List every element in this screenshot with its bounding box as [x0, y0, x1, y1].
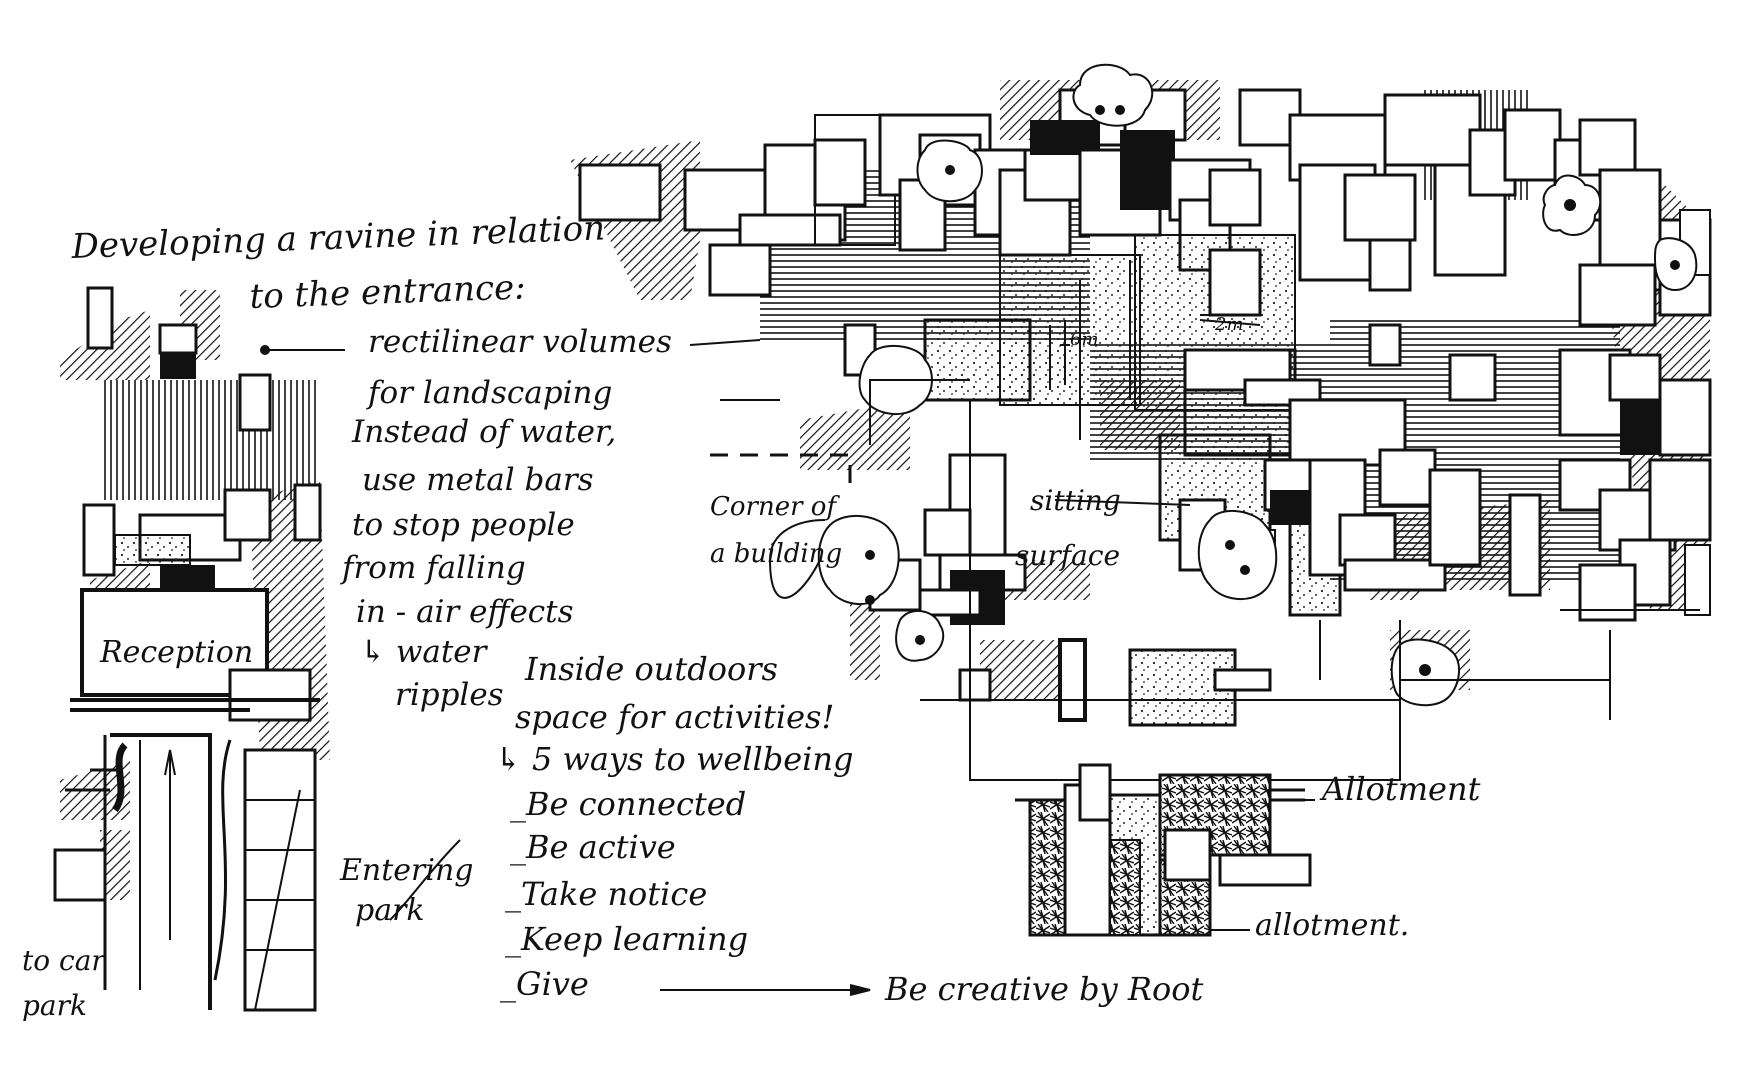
note-8: ↳ water [360, 634, 489, 670]
wellbeing-heading: ↳ 5 ways to wellbeing [495, 740, 854, 778]
entrance-plan [53, 286, 330, 1012]
be-creative-label: Be creative by Root [884, 970, 1204, 1008]
wellbeing-item-4: _Keep learning [505, 920, 748, 958]
dimension-2m: 2m [1214, 314, 1244, 335]
tree-blob-east [1390, 237, 1698, 707]
note-3: Instead of water, [351, 414, 616, 450]
dimension-6m: 6m [1070, 329, 1099, 350]
wellbeing-item-3: _Take notice [505, 875, 707, 913]
note-4: use metal bars [362, 462, 594, 498]
note-1: rectilinear volumes [368, 324, 672, 360]
to-car-park-2: park [22, 989, 87, 1022]
allotment-label-2: allotment. [1255, 908, 1409, 943]
tree-blob-right [1542, 174, 1602, 236]
tree-blob-center [1197, 509, 1278, 601]
entering-park-2: park [355, 893, 425, 928]
corner-label-2: a building [710, 539, 842, 569]
tree-blob-left [916, 139, 983, 203]
wellbeing-item-1: _Be connected [510, 785, 746, 823]
sitting-label-2: surface [1015, 539, 1120, 572]
allotment-block [1015, 763, 1312, 937]
note-9: ripples [395, 677, 504, 713]
annotations: Developing a ravine in relation to the e… [22, 208, 1481, 1022]
heading-line-1: Developing a ravine in relation [70, 208, 606, 267]
leader-lines [260, 339, 1315, 996]
outdoors-heading-1: Inside outdoors [524, 650, 778, 688]
note-5: to stop people [352, 507, 575, 543]
tree-blob-west [817, 344, 945, 662]
outdoors-heading-2: space for activities! [515, 698, 834, 736]
reception-label: Reception [99, 635, 253, 670]
note-6: from falling [340, 550, 526, 586]
corner-label-1: Corner of [710, 492, 840, 522]
heading-line-2: to the entrance: [249, 267, 526, 317]
main-site-plan [570, 63, 1712, 937]
wellbeing-item-2: _Be active [510, 828, 676, 866]
note-2: for landscaping [366, 375, 612, 411]
allotment-label-1: Allotment [1319, 770, 1481, 808]
entering-park-1: Entering [339, 853, 474, 888]
note-7: in - air effects [356, 594, 574, 630]
to-car-park-1: to car [22, 944, 106, 977]
tree-blob-top [1072, 63, 1154, 127]
sitting-label-1: sitting [1030, 484, 1121, 517]
wellbeing-item-5: _Give [500, 965, 589, 1003]
